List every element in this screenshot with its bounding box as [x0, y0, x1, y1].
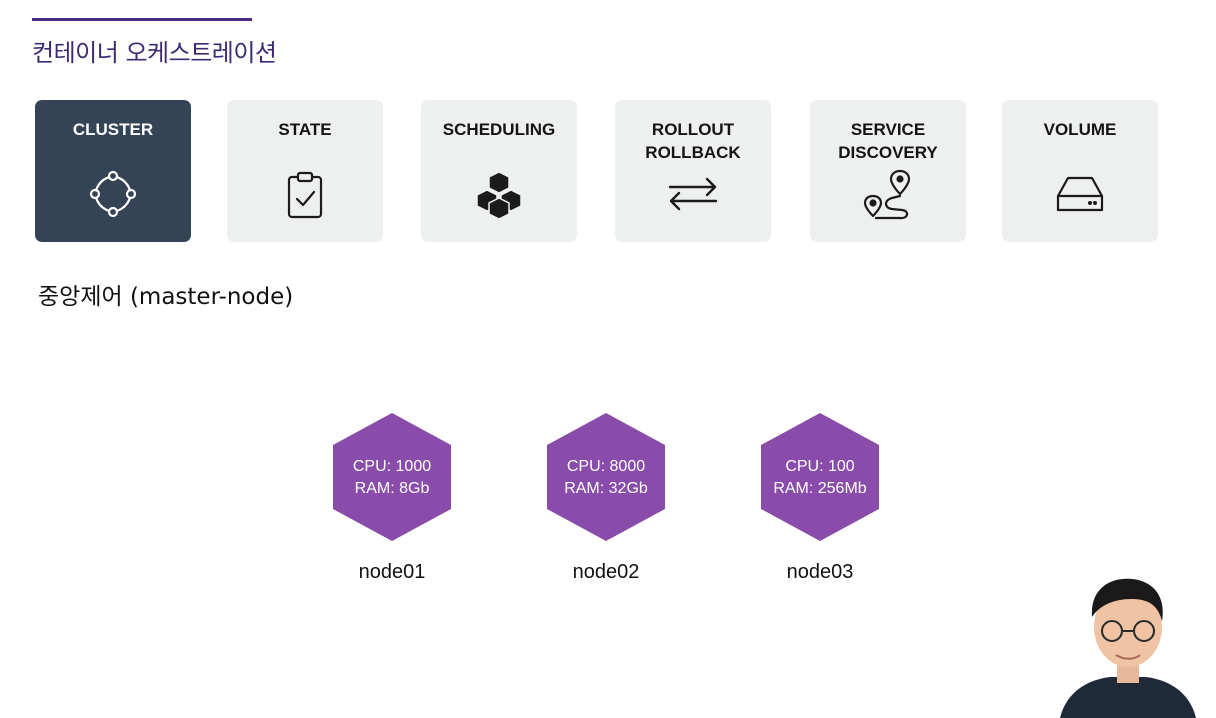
node-name: node03 — [786, 561, 854, 583]
title-accent-line — [32, 18, 252, 21]
node-cpu: CPU: 100 — [785, 458, 855, 475]
card-state-label: STATE — [278, 120, 332, 139]
card-cluster-label: CLUSTER — [72, 120, 154, 139]
node-ram: RAM: 256Mb — [773, 480, 867, 497]
node-resources: CPU: 8000 RAM: 32Gb — [546, 456, 666, 500]
node-resources: CPU: 100 RAM: 256Mb — [760, 456, 880, 500]
node-name: node02 — [572, 561, 640, 583]
node-cpu: CPU: 1000 — [352, 458, 432, 475]
node-name: node01 — [358, 561, 426, 583]
node-hexagon — [547, 413, 665, 541]
stacked-boxes-icon — [476, 171, 522, 220]
card-service-discovery[interactable]: SERVICE DISCOVERY — [810, 100, 966, 242]
node-cpu: CPU: 8000 — [566, 458, 646, 475]
card-scheduling-label: SCHEDULING — [442, 120, 556, 139]
node-hexagon — [333, 413, 451, 541]
swap-arrows-icon — [668, 177, 718, 211]
node-ram: RAM: 32Gb — [564, 480, 648, 497]
node-ram: RAM: 8Gb — [354, 480, 430, 497]
cluster-nodes-icon — [89, 170, 137, 218]
slide-title: 컨테이너 오케스트레이션 — [32, 39, 277, 67]
master-node-heading: 중앙제어 (master-node) — [38, 284, 294, 310]
route-pin-icon — [863, 169, 911, 220]
card-scheduling[interactable]: SCHEDULING — [421, 100, 577, 242]
card-cluster[interactable]: CLUSTER — [35, 100, 191, 242]
node-hexagon — [761, 413, 879, 541]
clipboard-check-icon — [287, 171, 323, 219]
card-volume[interactable]: VOLUME — [1002, 100, 1158, 242]
card-state[interactable]: STATE — [227, 100, 383, 242]
card-rollout-rollback[interactable]: ROLLOUT ROLLBACK — [615, 100, 771, 242]
hard-drive-icon — [1056, 176, 1104, 212]
card-volume-label: VOLUME — [1043, 120, 1117, 139]
node-resources: CPU: 1000 RAM: 8Gb — [332, 456, 452, 500]
card-service-discovery-label: SERVICE DISCOVERY — [838, 120, 938, 162]
card-rollout-rollback-label: ROLLOUT ROLLBACK — [645, 120, 741, 162]
presenter-video — [1060, 578, 1196, 718]
